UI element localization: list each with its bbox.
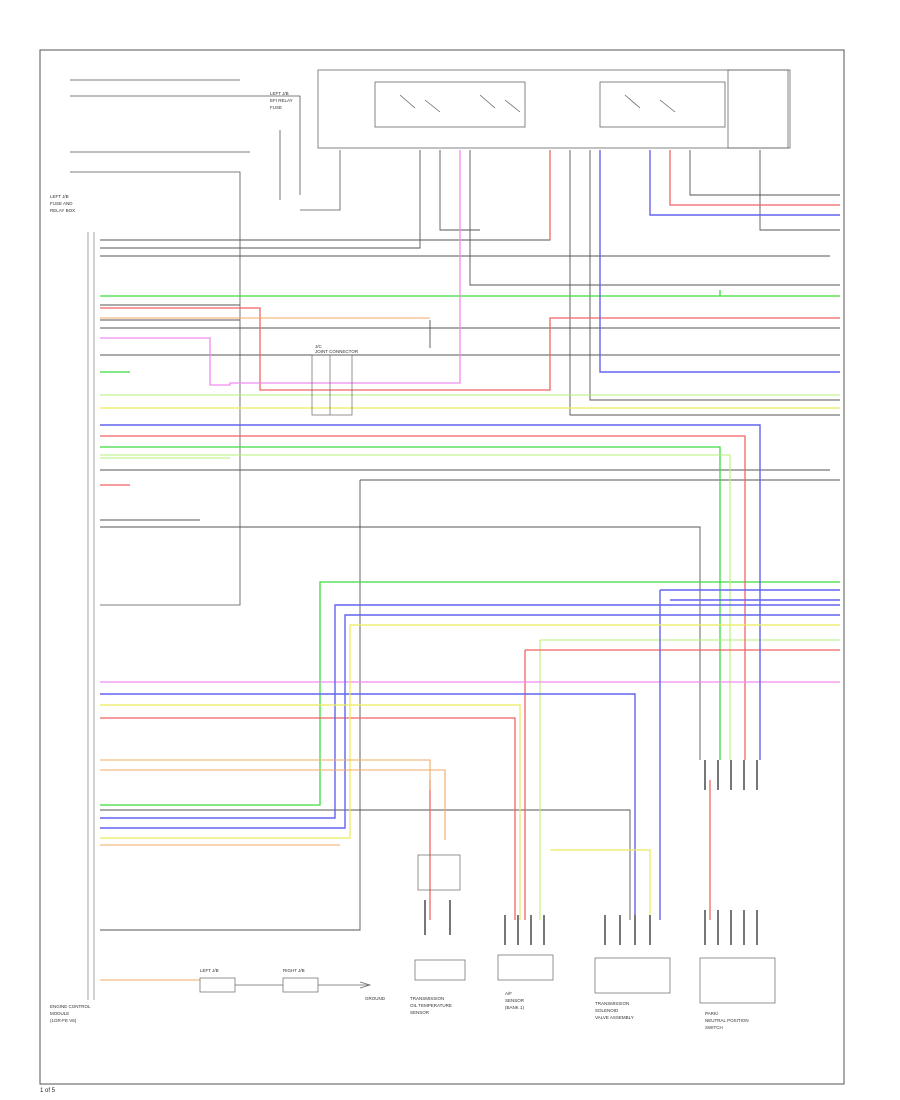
- comp-1-line2: OIL TEMPERATURE: [410, 1003, 452, 1008]
- comp-1-line3: SENSOR: [410, 1010, 430, 1015]
- diagram-frame: [39, 49, 845, 1085]
- jc-label-1: J/C: [315, 344, 323, 349]
- jc-label-2: JOINT CONNECTOR: [315, 349, 359, 354]
- lightgreen-wires: [100, 394, 840, 920]
- joint-connector-center: [311, 354, 353, 416]
- comp-2-line1: A/F: [505, 991, 512, 996]
- comp-4-line1: PARK/: [705, 1011, 719, 1016]
- comp-3-line2: SOLENOID: [595, 1008, 619, 1013]
- ecm-label-line3: RELAY BOX: [50, 208, 75, 213]
- blue-wires: [100, 150, 840, 920]
- red-wires: [100, 150, 840, 920]
- comp-2-line3: (BANK 1): [505, 1005, 525, 1010]
- relay-label-1: LEFT J/B: [270, 91, 289, 96]
- black-wires: [100, 150, 840, 931]
- pink-wires: [100, 150, 840, 683]
- ecm-name-line2: MODULE: [50, 1011, 69, 1016]
- comp-3-line1: TRANSMISSION: [595, 1001, 629, 1006]
- page-footnote: 1 of 5: [40, 1088, 56, 1094]
- ecm-name-line1: ENGINE CONTROL: [50, 1004, 91, 1009]
- lower-connector-pins: [424, 760, 758, 945]
- ecm-label-line1: LEFT J/B: [50, 194, 69, 199]
- green-wires: [100, 290, 840, 806]
- bottom-left-label-3: GROUND: [365, 996, 386, 1001]
- relay-label-3: FUSE: [270, 105, 282, 110]
- yellow-wires: [100, 407, 840, 920]
- comp-3-line3: VALVE ASSEMBLY: [595, 1015, 634, 1020]
- top-left-wires: [70, 79, 341, 606]
- ecm-connector: [87, 232, 95, 1000]
- comp-1-line1: TRANSMISSION: [410, 996, 444, 1001]
- comp-2-line2: SENSOR: [505, 998, 525, 1003]
- diagram-labels: LEFT J/B FUSE AND RELAY BOX ENGINE CONTR…: [50, 91, 749, 1030]
- relay-label-2: EFI RELAY: [270, 98, 293, 103]
- bottom-left-label-2: RIGHT J/B: [283, 968, 305, 973]
- orange-wires: [100, 317, 446, 981]
- comp-4-line3: SWITCH: [705, 1025, 723, 1030]
- lower-components: [199, 854, 776, 1004]
- ecm-label-line2: FUSE AND: [50, 201, 73, 206]
- ecm-name-line3: (1GR-FE V6): [50, 1018, 77, 1023]
- bottom-left-label-1: LEFT J/B: [200, 968, 219, 973]
- comp-4-line2: NEUTRAL POSITION: [705, 1018, 749, 1023]
- relay-box: [317, 69, 791, 149]
